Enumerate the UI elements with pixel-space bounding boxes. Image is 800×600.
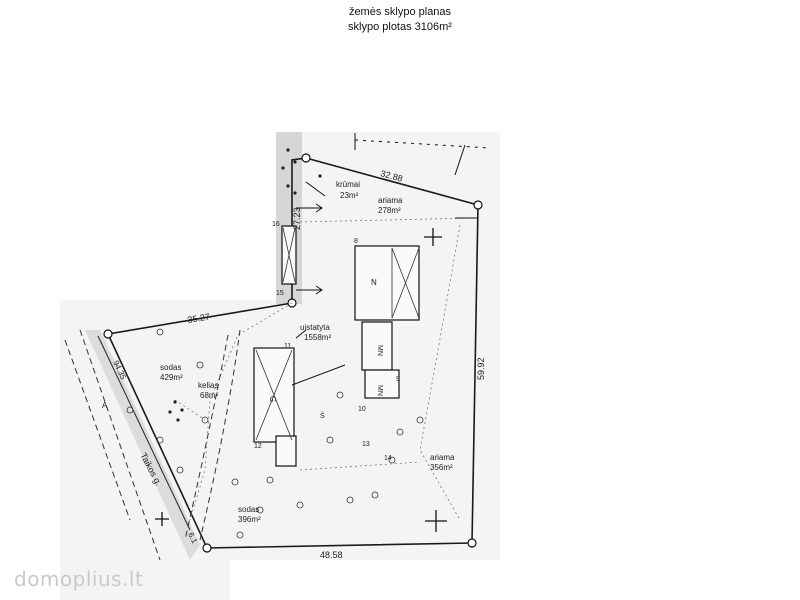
plot-area-subtitle: sklypo plotas 3106m²: [348, 21, 452, 33]
building-n-label: N: [371, 278, 377, 287]
point-14: 14: [384, 455, 392, 462]
corner-markers: [103, 153, 483, 553]
building-mn-2-label: MN: [376, 385, 383, 396]
field-crosses: [155, 228, 447, 532]
building-g-label: G: [268, 396, 277, 402]
point-12: 12: [254, 443, 262, 450]
zone-lines: [174, 217, 473, 521]
shrub-dots: [168, 148, 322, 422]
dim-southwest-short: 6.1: [186, 531, 199, 545]
fence-line: [354, 133, 491, 176]
point-9: 9: [396, 376, 400, 383]
path-lines: [64, 329, 241, 561]
watermark-logo: domoplius.lt: [14, 567, 144, 591]
plan-title: žemės sklypo planas: [348, 6, 452, 18]
uzstatyta-label: uistatyta: [300, 323, 330, 332]
road-hatching: [97, 335, 191, 531]
ariama-bottom-area: 356m²: [430, 463, 453, 472]
road-strip: [85, 330, 200, 560]
building-mn-2: [364, 369, 400, 399]
point-13: 13: [362, 441, 370, 448]
roof-lines: [255, 227, 420, 441]
sodas-bottom-label: sodas: [238, 505, 259, 514]
road-side-letter: A: [102, 401, 108, 410]
dimension-arrows: [291, 181, 478, 386]
point-15: 15: [276, 290, 284, 297]
building-s-label: Š: [320, 411, 325, 420]
krumai-area: 23m²: [340, 191, 359, 200]
sodas-bottom-area: 396m²: [238, 515, 261, 524]
ariama-top-area: 278m²: [378, 206, 401, 215]
point-11: 11: [284, 343, 291, 350]
sodas-top-area: 429m²: [160, 373, 183, 382]
dim-northwest-vertical: 27.23: [292, 207, 302, 230]
krumai-label: krūmai: [336, 180, 360, 189]
point-10: 10: [358, 406, 366, 413]
tree-symbols: [126, 328, 424, 539]
building-n: [354, 245, 420, 321]
dim-east: 59.92: [476, 357, 486, 380]
kelias-area: 68m²: [200, 391, 219, 400]
point-8: 8: [354, 238, 358, 245]
ariama-bottom-label: ariama: [430, 453, 455, 462]
kelias-label: kelias: [198, 381, 218, 390]
point-16: 16: [272, 221, 280, 228]
dim-west: 35.27: [187, 312, 211, 325]
ariama-top-label: ariama: [378, 196, 403, 205]
building-mn-1: [361, 321, 393, 371]
uzstatyta-area: 1558m²: [304, 333, 331, 342]
building-extension: [275, 435, 297, 467]
building-mn-1-label: MN: [376, 345, 383, 356]
sodas-top-label: sodas: [160, 363, 181, 372]
dim-south: 48.58: [320, 550, 343, 560]
